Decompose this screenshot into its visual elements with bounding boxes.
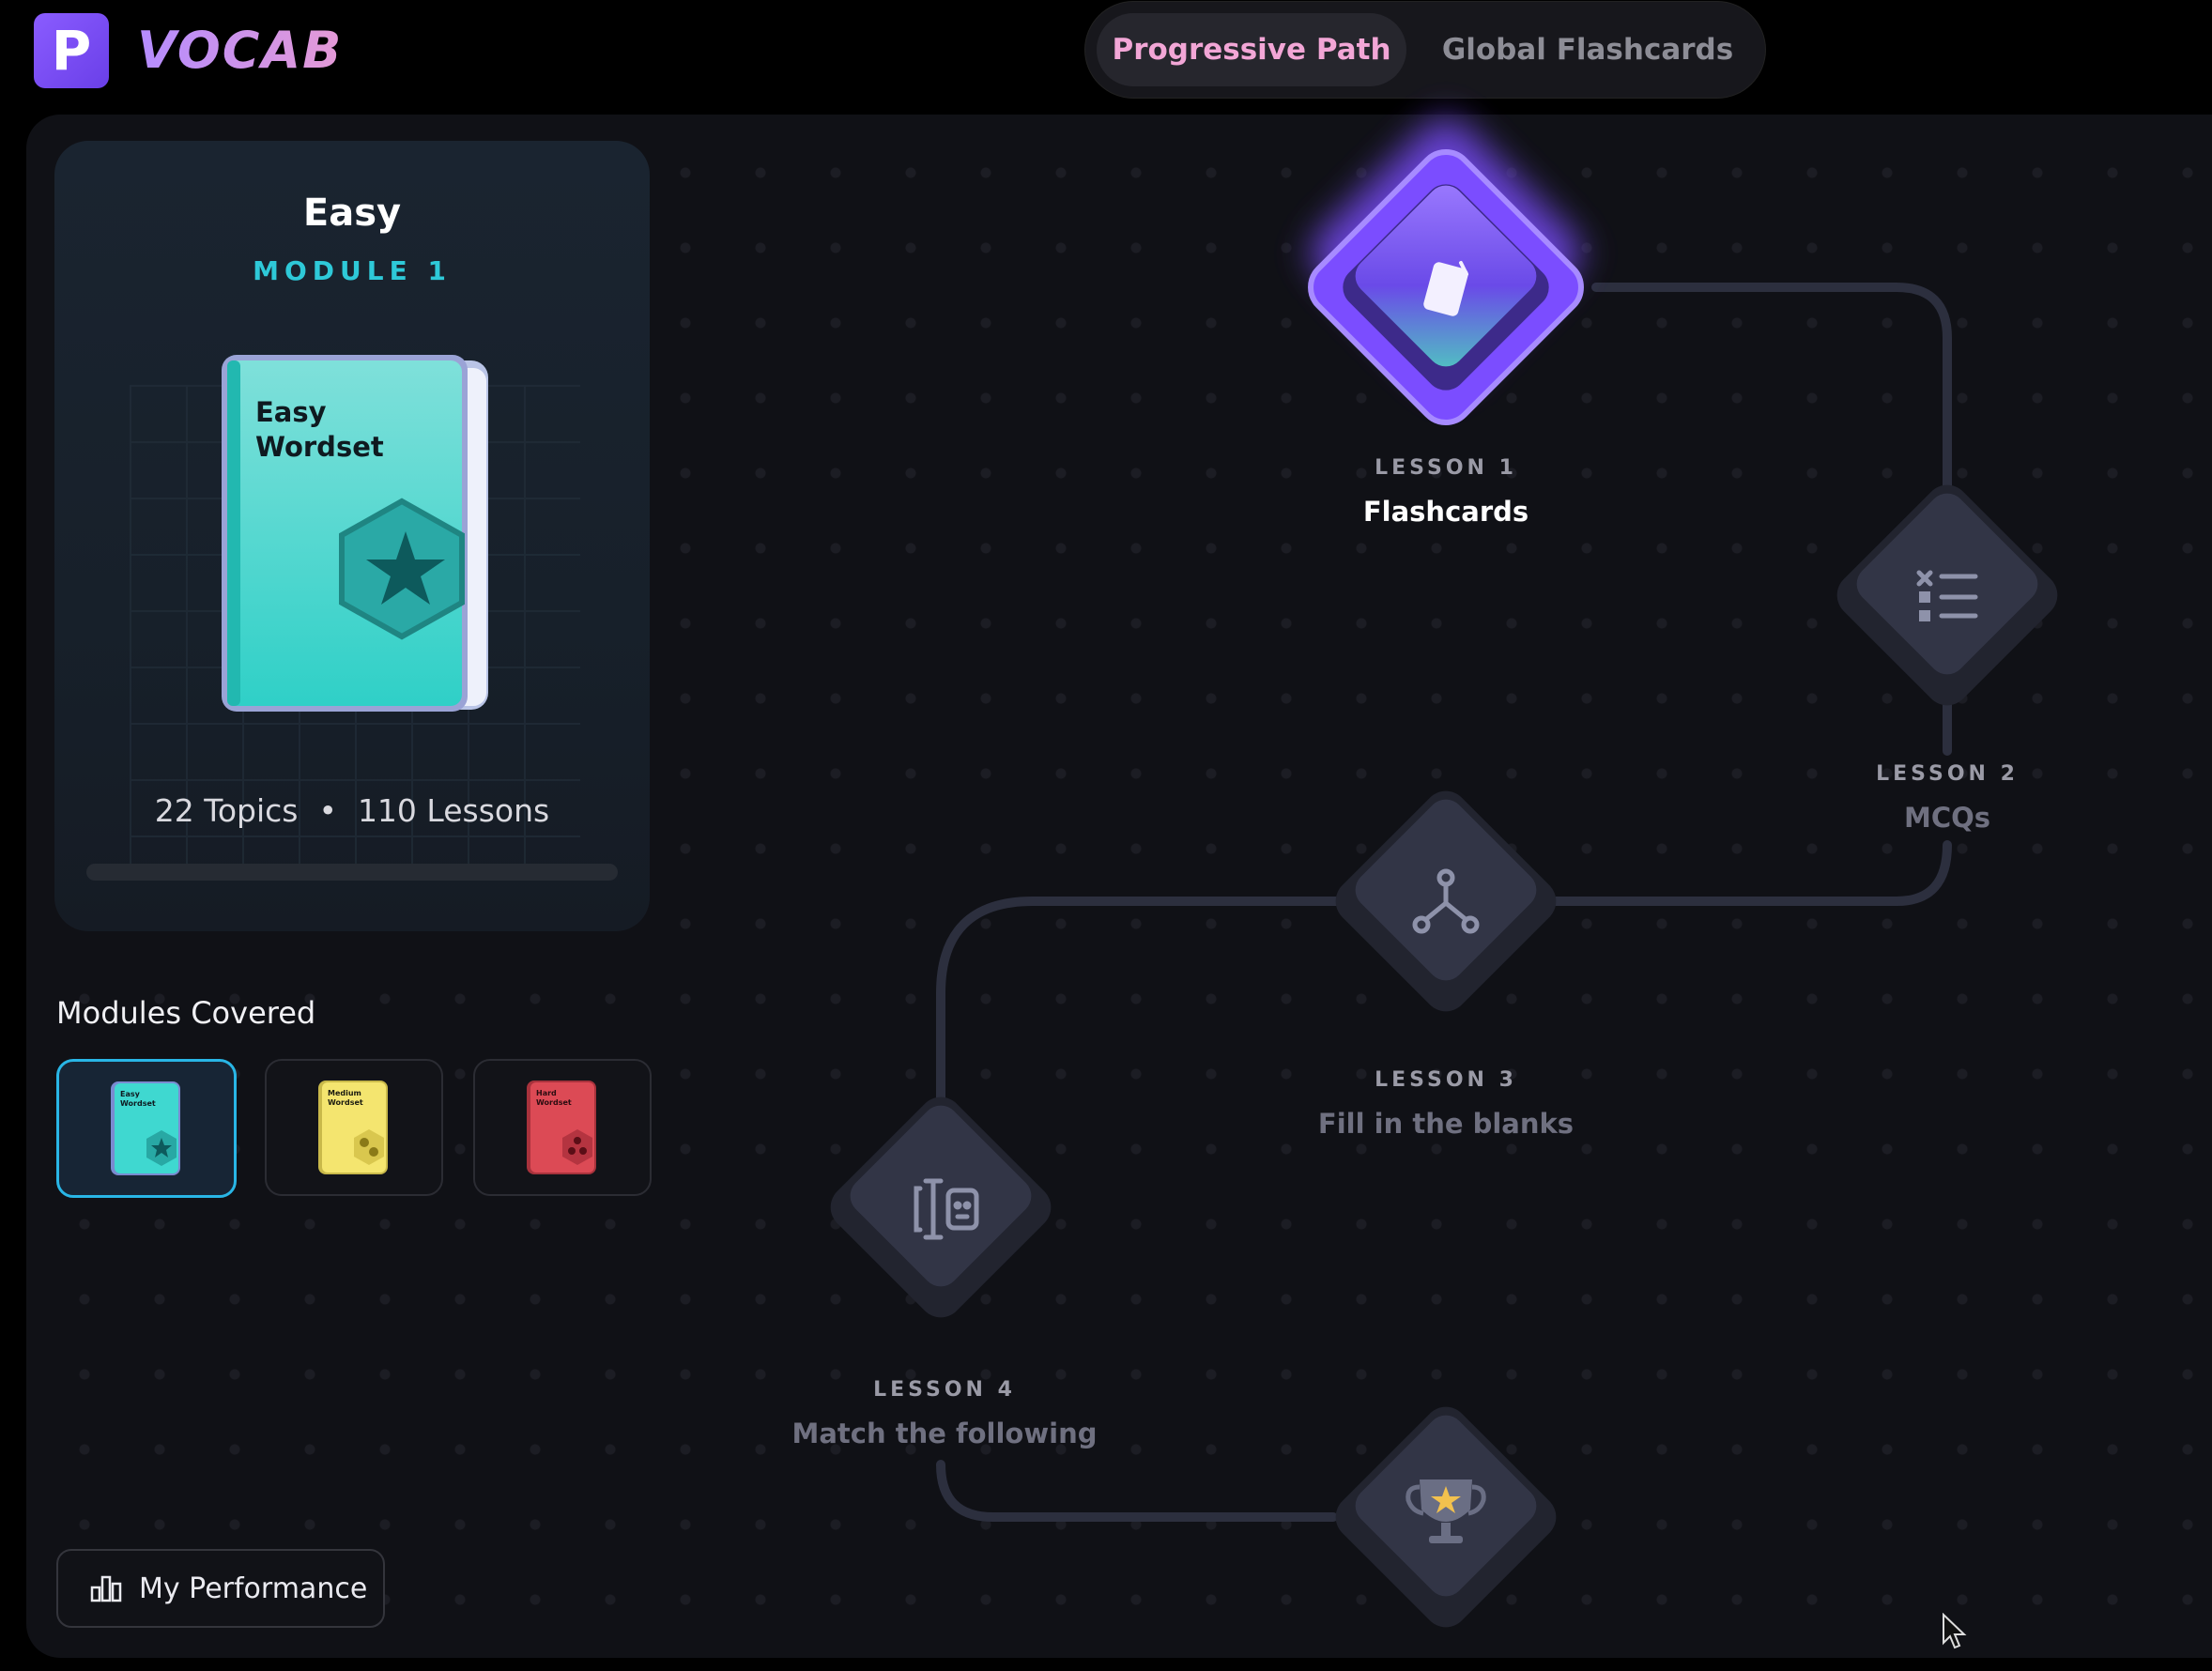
my-performance-button[interactable]: My Performance — [56, 1549, 385, 1628]
tab-progressive-path[interactable]: Progressive Path — [1097, 13, 1406, 86]
module-thumb-easy[interactable]: Easy Wordset — [56, 1059, 237, 1198]
lesson-2-node[interactable] — [1828, 476, 2067, 715]
svg-text:Easy: Easy — [120, 1090, 141, 1098]
svg-text:Hard: Hard — [536, 1089, 557, 1097]
final-trophy-node[interactable] — [1327, 1398, 1566, 1637]
medium-book-icon: Medium Wordset — [318, 1081, 388, 1174]
nodes-icon — [1412, 868, 1480, 934]
svg-text:Wordset: Wordset — [536, 1098, 572, 1107]
lesson-1-node[interactable] — [1299, 107, 1591, 433]
brand-name: VOCAB — [137, 21, 344, 80]
wordset-book-illustration: Easy Wordset — [222, 355, 488, 712]
stats-separator: • — [318, 792, 337, 829]
lesson-4-tag: LESSON 4 — [873, 1378, 1016, 1402]
svg-text:Wordset: Wordset — [120, 1099, 156, 1108]
book-title-line1: Easy — [255, 396, 327, 428]
lesson-1-name[interactable]: Flashcards — [1362, 496, 1529, 528]
trophy-icon — [1406, 1479, 1486, 1543]
lesson-3-node[interactable] — [1327, 782, 1566, 1021]
lesson-3-name[interactable]: Fill in the blanks — [1317, 1108, 1575, 1140]
topics-count: 22 Topics — [154, 792, 299, 829]
lesson-4-name[interactable]: Match the following — [791, 1418, 1098, 1449]
lesson-2-tag: LESSON 2 — [1876, 762, 2019, 786]
modules-covered-title: Modules Covered — [56, 995, 316, 1031]
lesson-1-tag: LESSON 1 — [1375, 456, 1517, 480]
lesson-4-node[interactable] — [822, 1088, 1061, 1327]
checklist-icon — [1916, 570, 1978, 621]
lesson-2-name[interactable]: MCQs — [1903, 802, 1991, 834]
book-title-line2: Wordset — [255, 431, 384, 463]
easy-book-icon: Easy Wordset — [111, 1081, 180, 1175]
module-thumb-hard[interactable]: Hard Wordset — [473, 1059, 652, 1196]
module-stats: 22 Topics • 110 Lessons — [54, 792, 650, 829]
module-card: Easy MODULE 1 Easy Wordset 22 Topics • 110… — [54, 141, 650, 931]
app-logo[interactable]: P — [34, 13, 109, 88]
mouse-cursor-icon — [1943, 1613, 1967, 1649]
star-badge-icon — [339, 498, 465, 640]
bar-chart-icon — [90, 1575, 122, 1602]
module-subtitle: MODULE 1 — [253, 255, 452, 286]
lessons-count: 110 Lessons — [357, 792, 550, 829]
tab-global-flashcards[interactable]: Global Flashcards — [1441, 33, 1734, 67]
module-progress-bar — [86, 864, 618, 881]
path-connectors — [936, 283, 1952, 1522]
lesson-3-tag: LESSON 3 — [1375, 1068, 1517, 1092]
logo-letter: P — [51, 19, 92, 83]
match-icon — [914, 1178, 979, 1240]
module-thumb-medium[interactable]: Medium Wordset — [265, 1059, 443, 1196]
svg-text:Medium: Medium — [328, 1089, 361, 1097]
flashcard-icon — [1423, 261, 1468, 316]
my-performance-label: My Performance — [139, 1571, 368, 1605]
module-title: Easy — [302, 192, 402, 235]
view-tabs: Progressive Path Global Flashcards — [1085, 2, 1765, 98]
svg-text:Wordset: Wordset — [328, 1098, 363, 1107]
hard-book-icon: Hard Wordset — [527, 1081, 596, 1174]
